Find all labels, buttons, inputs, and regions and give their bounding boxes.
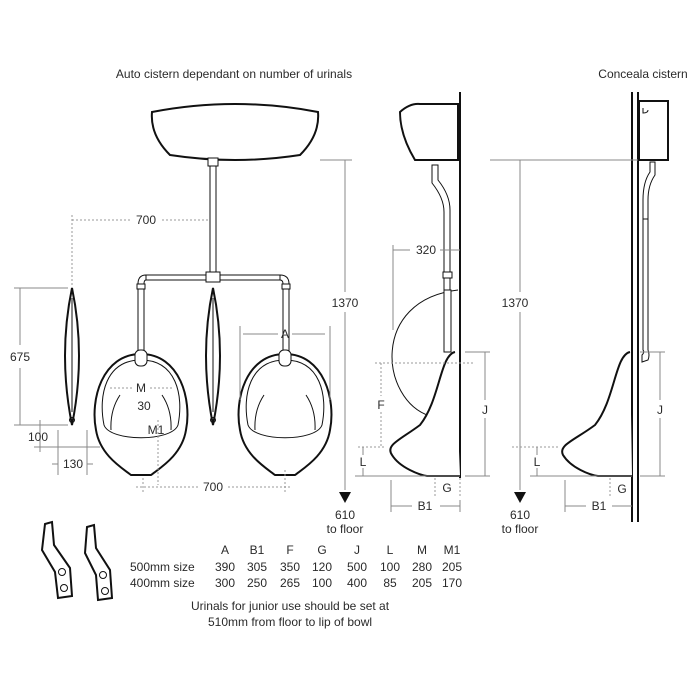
dim-L-concealed: L <box>534 455 541 469</box>
table-cell: 120 <box>312 560 332 574</box>
table-header: G <box>317 543 326 557</box>
dim-F: F <box>377 398 384 412</box>
table-row: 500mm size 390 305 350 120 500 100 280 2… <box>130 560 462 574</box>
dim-G: G <box>442 481 451 495</box>
right-urinal-bowl <box>237 349 333 476</box>
concealed-view <box>490 92 669 522</box>
dim-to-floor-label: to floor <box>327 522 364 536</box>
table-cell: 350 <box>280 560 300 574</box>
dim-L: L <box>360 455 367 469</box>
dim-to-floor-value-concealed: 610 <box>510 508 530 522</box>
table-header-row: A B1 F G J L M M1 <box>221 543 461 557</box>
front-pipework <box>136 165 291 352</box>
dim-gap: 30 <box>137 399 151 413</box>
row-label: 500mm size <box>130 560 195 574</box>
table-cell: 280 <box>412 560 432 574</box>
table-cell: 400 <box>347 576 367 590</box>
dim-J-concealed: J <box>657 403 663 417</box>
left-division-slab <box>64 287 80 426</box>
wall-bracket-left <box>40 520 74 600</box>
table-header: F <box>286 543 293 557</box>
dim-cistern-height: 1370 <box>332 296 359 310</box>
dim-slab-height: 675 <box>10 350 30 364</box>
dim-spacing-bottom: 700 <box>203 480 223 494</box>
table-cell: 300 <box>215 576 235 590</box>
dim-J: J <box>482 403 488 417</box>
dim-M1: M1 <box>148 423 165 437</box>
table-header: J <box>354 543 360 557</box>
dim-B1-concealed: B1 <box>592 499 607 513</box>
table-cell: 205 <box>412 576 432 590</box>
table-cell: 265 <box>280 576 300 590</box>
table-cell: 85 <box>383 576 397 590</box>
front-cistern <box>150 103 320 167</box>
dim-G-concealed: G <box>617 482 626 496</box>
table-cell: 205 <box>442 560 462 574</box>
dim-cistern-height-concealed: 1370 <box>502 296 529 310</box>
dim-spacing-top: 700 <box>136 213 156 227</box>
table-header: A <box>221 543 229 557</box>
dim-slab-bottom: 100 <box>28 430 48 444</box>
wall-bracket-right <box>83 523 114 602</box>
table-cell: 250 <box>247 576 267 590</box>
table-cell: 170 <box>442 576 462 590</box>
table-header: M1 <box>444 543 461 557</box>
middle-division-slab <box>205 287 221 426</box>
table-header: B1 <box>250 543 265 557</box>
dim-A: A <box>281 327 289 341</box>
dim-to-floor-label-concealed: to floor <box>502 522 539 536</box>
dim-projection: 320 <box>416 243 436 257</box>
dim-B1: B1 <box>418 499 433 513</box>
table-cell: 390 <box>215 560 235 574</box>
table-row: 400mm size 300 250 265 100 400 85 205 17… <box>130 576 462 590</box>
dim-M: M <box>136 381 146 395</box>
arrow-down-icon <box>339 492 351 503</box>
table-cell: 100 <box>312 576 332 590</box>
left-urinal-bowl <box>93 349 189 476</box>
junior-note-line1: Urinals for junior use should be set at <box>191 599 390 613</box>
table-cell: 100 <box>380 560 400 574</box>
arrow-down-icon <box>514 492 526 503</box>
dim-to-floor-value: 610 <box>335 508 355 522</box>
concealed-view-title: Conceala cistern <box>598 67 687 81</box>
table-cell: 305 <box>247 560 267 574</box>
side-view <box>355 92 490 512</box>
row-label: 400mm size <box>130 576 195 590</box>
dim-slab-width: 130 <box>63 457 83 471</box>
junior-note-line2: 510mm from floor to lip of bowl <box>208 615 372 629</box>
table-cell: 500 <box>347 560 367 574</box>
size-table: A B1 F G J L M M1 500mm size 390 305 350… <box>130 543 462 590</box>
front-dimensions <box>14 159 352 503</box>
table-header: M <box>417 543 427 557</box>
front-view-title: Auto cistern dependant on number of urin… <box>116 67 352 81</box>
table-header: L <box>387 543 394 557</box>
